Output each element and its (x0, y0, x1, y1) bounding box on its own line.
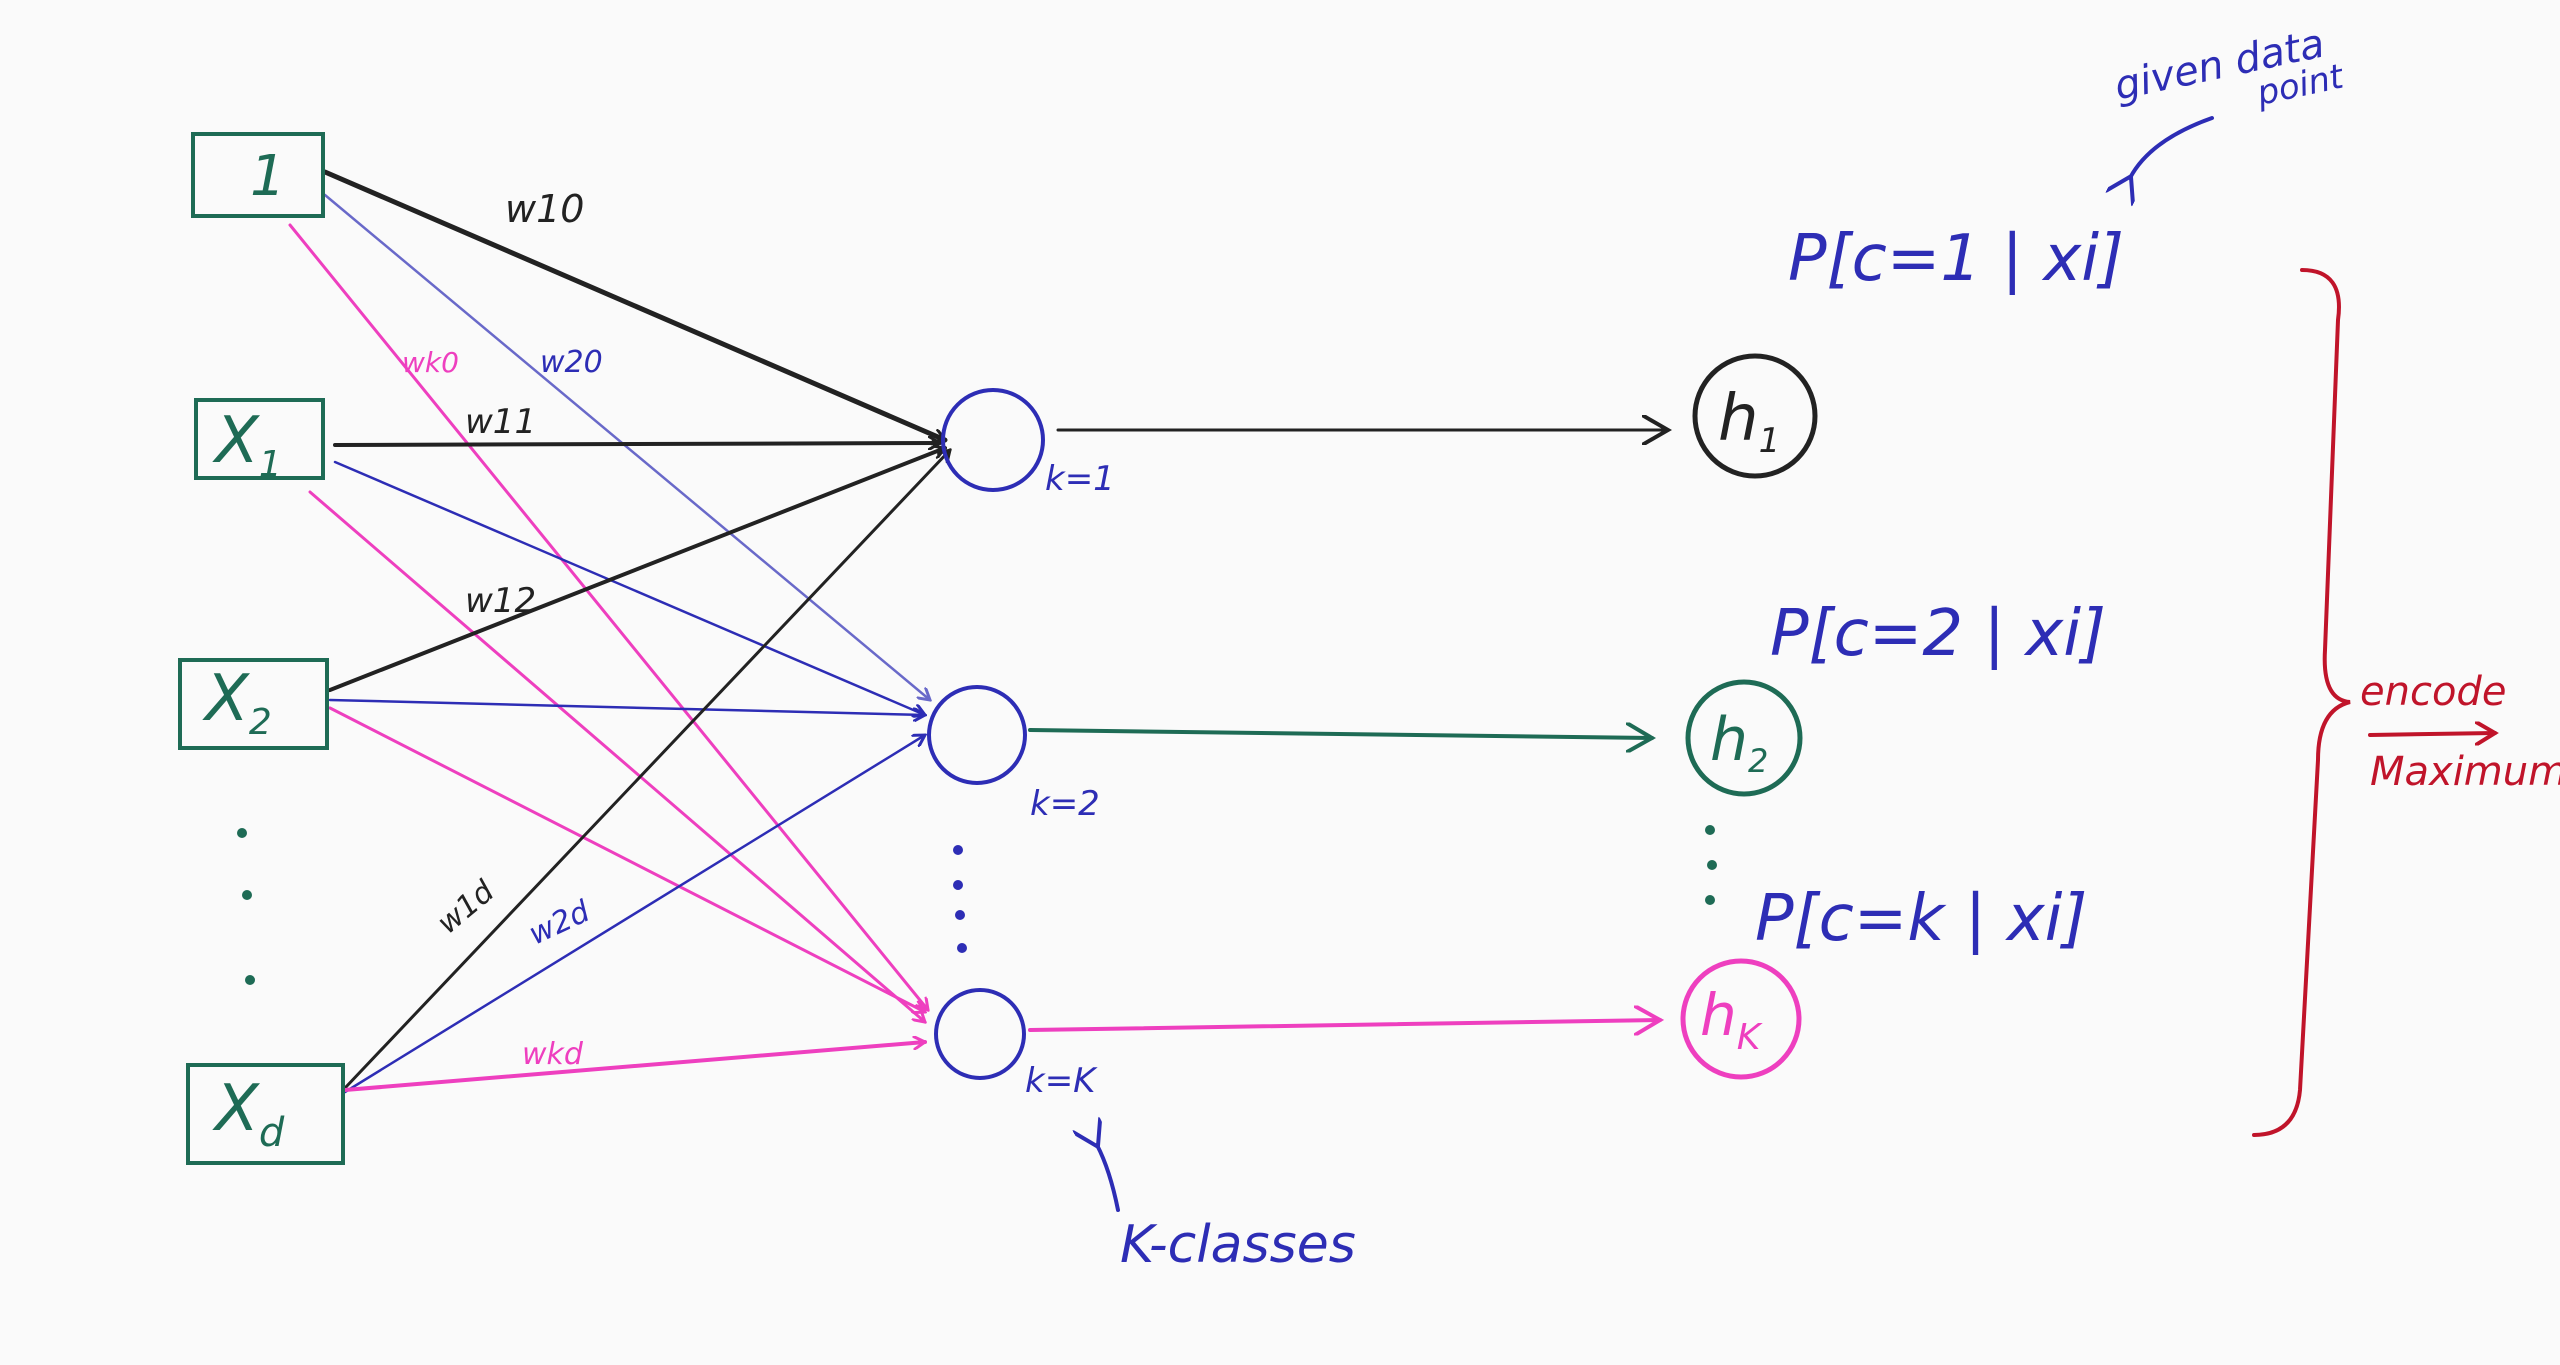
output-label-h2: h2 (1710, 705, 1768, 780)
node-label-kK: k=K (1025, 1061, 1098, 1101)
probability-class-k: P[c=k | xi] (1755, 882, 2087, 956)
weight-w20: w20 (540, 345, 603, 380)
input-box-x1 (194, 398, 325, 480)
edge-xd-kK (343, 1042, 925, 1092)
input-box-bias (191, 132, 325, 218)
input-box-x2 (178, 658, 329, 750)
weight-wk0: wk0 (402, 346, 459, 379)
weight-w10: w10 (505, 187, 584, 231)
weight-w12: w12 (465, 581, 536, 621)
edge-1-kK (288, 223, 928, 1010)
arrow-k2-h2 (1028, 730, 1652, 738)
edge-xd-k2 (343, 735, 925, 1094)
node-kK (934, 988, 1026, 1080)
node-label-k2: k=2 (1030, 784, 1100, 824)
input-label-x1: X1 (212, 404, 282, 485)
given-data-point-arrow (2130, 116, 2214, 178)
ellipsis-dot (237, 828, 247, 838)
connections (288, 169, 950, 1094)
curly-brace (2252, 268, 2351, 1137)
ellipsis-dot (955, 910, 965, 920)
k-classes-arrow (1097, 1145, 1120, 1212)
edge-x1-k1 (333, 443, 940, 445)
probability-class-1: P[c=1 | xi] (1788, 222, 2124, 296)
edge-1-k1 (322, 169, 945, 440)
node-k1 (941, 388, 1045, 492)
output-h1 (1692, 353, 1818, 479)
ellipsis-dot (953, 880, 963, 890)
input-layer: 1 X1 X2 Xd (178, 132, 345, 1165)
edge-1-k2 (323, 193, 930, 700)
probability-class-2: P[c=2 | xi] (1770, 597, 2106, 671)
ellipsis-dot (953, 845, 963, 855)
weight-w1d: w1d (431, 873, 502, 941)
encode-label: encode (2360, 669, 2506, 715)
arrow-kK-hK (1028, 1020, 1660, 1030)
ellipsis-dot (242, 890, 252, 900)
encode-arrow (2368, 733, 2495, 735)
edge-x1-kK (308, 490, 925, 1022)
ellipsis-dot (1705, 895, 1715, 905)
input-box-xd (186, 1063, 345, 1165)
output-label-hK: hK (1700, 981, 1763, 1058)
input-label-bias: 1 (250, 144, 286, 209)
ellipsis-dot (1707, 860, 1717, 870)
maximum-label: Maximum (2370, 749, 2560, 795)
edge-x2-kK (328, 706, 925, 1012)
node-label-k1: k=1 (1045, 459, 1115, 499)
edge-x1-k2 (333, 460, 925, 715)
edge-x2-k2 (328, 698, 925, 715)
probabilities: P[c=1 | xi] P[c=2 | xi] P[c=k | xi] (1755, 222, 2124, 956)
edge-xd-k1 (343, 450, 950, 1090)
input-label-x2: X2 (202, 662, 272, 743)
weight-wkd: wkd (522, 1037, 584, 1072)
weight-labels: w10 w20 wk0 w11 w12 w1d w2d wkd (402, 187, 603, 1072)
output-hK (1680, 958, 1802, 1080)
ellipsis-dot (957, 943, 967, 953)
node-k2 (927, 685, 1027, 785)
weight-w11: w11 (465, 402, 536, 442)
output-label-h1: h1 (1718, 382, 1780, 461)
ellipsis-dot (245, 975, 255, 985)
output-layer: h1 h2 hK (1680, 353, 1818, 1080)
input-label-xd: Xd (212, 1072, 285, 1156)
k-classes-label: K-classes (1120, 1215, 1356, 1275)
output-h2 (1685, 679, 1803, 797)
class-nodes: k=1 k=2 k=K (927, 388, 1115, 1101)
ellipsis-dot (1705, 825, 1715, 835)
edge-x2-k1 (328, 448, 945, 692)
